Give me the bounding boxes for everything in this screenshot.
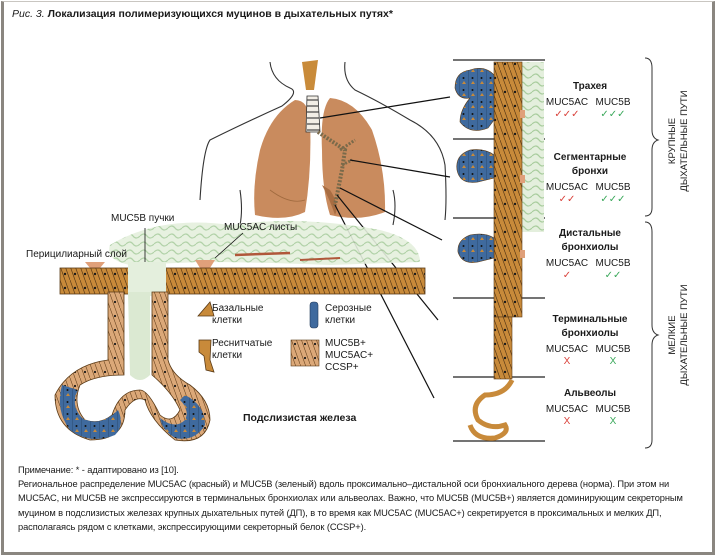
submucosal-gland — [54, 291, 211, 442]
group-braces — [644, 57, 660, 449]
muc5b-label: MUC5B — [595, 258, 631, 269]
periciliary-marker — [85, 262, 105, 268]
region-name-line2: бронхиолы — [561, 328, 619, 339]
legend-secretory: MUC5B+ MUC5AC+ CCSP+ — [325, 338, 373, 374]
group-large-line1: КРУПНЫЕ — [667, 117, 678, 165]
legend-serous-line1: Серозные — [325, 303, 372, 314]
region-name-line2: бронхиолы — [561, 242, 619, 253]
figure-title: Локализация полимеризующихся муцинов в д… — [47, 8, 393, 20]
legend-basal-line2: клетки — [212, 315, 243, 326]
muc5ac-label: MUC5AC — [545, 404, 589, 415]
muc5b-label: MUC5B — [595, 404, 631, 415]
epithelium — [59, 267, 426, 295]
legend-ciliated: Реснитчатые клетки — [212, 338, 272, 362]
legend-basal-line1: Базальные — [212, 303, 264, 314]
ciliated-cell-icon — [198, 339, 215, 373]
muc5b-label: MUC5B — [595, 97, 631, 108]
muc5ac-label: MUC5AC — [545, 182, 589, 193]
muc5ac-level: X — [563, 416, 571, 427]
muc5b-level: X — [609, 356, 617, 367]
illustration — [54, 57, 660, 449]
muc5b-level: X — [609, 416, 617, 427]
legend-basal: Базальные клетки — [212, 303, 263, 327]
region-name: Сегментарные — [553, 152, 627, 163]
muc5b-level: ✓✓✓ — [600, 109, 626, 120]
muc5ac-level: X — [563, 356, 571, 367]
region-trachea: Трахея MUC5AC✓✓✓ MUC5B✓✓✓ — [542, 80, 638, 121]
basal-cell-icon — [197, 301, 215, 317]
muc5b-label: MUC5B — [595, 344, 631, 355]
muc5ac-label: MUC5AC — [545, 344, 589, 355]
muc5ac-label: MUC5AC — [545, 97, 589, 108]
muc5ac-sheets-label: MUC5AC листы — [224, 222, 298, 233]
region-segmental-bronchi: Сегментарные бронхи MUC5AC✓✓ MUC5B✓✓✓ — [542, 151, 638, 206]
lungs — [254, 98, 386, 218]
legend-ciliated-line1: Реснитчатые — [212, 338, 273, 349]
group-small-line1: МЕЛКИЕ — [667, 315, 678, 355]
note-body: Региональное распределение MUC5AC (красн… — [18, 479, 683, 532]
group-large-line2: ДЫХАТЕЛЬНЫЕ ПУТИ — [679, 90, 690, 192]
region-name: Терминальные — [552, 314, 628, 325]
periciliary-layer-label: Перицилиарный слой — [26, 249, 127, 260]
legend-serous-line2: клетки — [325, 315, 356, 326]
muc5b-bundles-label: MUC5B пучки — [111, 213, 175, 224]
region-name: Альвеолы — [563, 388, 617, 399]
secretory-cells-icon — [290, 339, 320, 367]
note-source: Примечание: * - адаптировано из [10]. — [18, 465, 179, 475]
region-name-line2: бронхи — [571, 166, 609, 177]
legend-secretory-line1: MUC5B+ — [325, 338, 366, 349]
region-name: Трахея — [572, 81, 608, 92]
muc5b-label: MUC5B — [595, 182, 631, 193]
airway-panel — [453, 59, 545, 442]
serous-cell-icon — [309, 301, 319, 329]
legend-serous: Серозные клетки — [325, 303, 372, 327]
legend-secretory-line3: CCSP+ — [325, 362, 359, 373]
muc5ac-sheet — [234, 251, 291, 257]
submucosal-gland-label: Подслизистая железа — [243, 412, 357, 424]
legend-icons — [197, 301, 320, 373]
group-small-airways: МЕЛКИЕ ДЫХАТЕЛЬНЫЕ ПУТИ — [667, 280, 693, 390]
muc5ac-level: ✓ — [562, 270, 572, 281]
muc5b-level: ✓✓✓ — [600, 194, 626, 205]
region-distal-bronchioles: Дистальные бронхиолы MUC5AC✓ MUC5B✓✓ — [542, 227, 638, 282]
figure-note: Примечание: * - адаптировано из [10]. Ре… — [18, 463, 708, 534]
muc5ac-level: ✓✓✓ — [554, 109, 580, 120]
muc5ac-label: MUC5AC — [545, 258, 589, 269]
muc5ac-level: ✓✓ — [558, 194, 576, 205]
mucus-layer — [109, 221, 420, 265]
body-outline — [199, 61, 447, 226]
group-small-line2: ДЫХАТЕЛЬНЫЕ ПУТИ — [679, 284, 690, 386]
group-large-airways: КРУПНЫЕ ДЫХАТЕЛЬНЫЕ ПУТИ — [667, 86, 693, 196]
legend-secretory-line2: MUC5AC+ — [325, 350, 374, 361]
right-lung — [254, 100, 311, 218]
legend-ciliated-line2: клетки — [212, 350, 243, 361]
figure-caption: Рис. 3. Локализация полимеризующихся муц… — [12, 8, 393, 20]
muc5b-level: ✓✓ — [604, 270, 622, 281]
region-name: Дистальные — [559, 228, 621, 239]
figure-number: Рис. 3. — [12, 8, 45, 20]
